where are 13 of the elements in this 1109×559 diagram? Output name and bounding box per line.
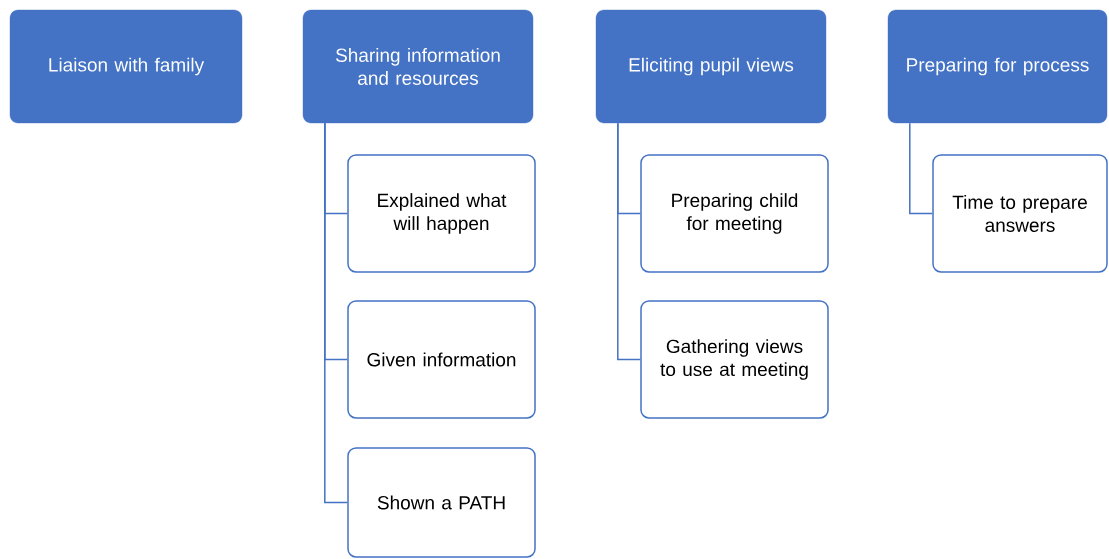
connector-line xyxy=(324,122,348,504)
category-box: Eliciting pupil views xyxy=(595,9,827,124)
category-box: Sharing information and resources xyxy=(302,9,534,124)
category-box: Liaison with family xyxy=(9,9,243,124)
connector-line xyxy=(617,122,641,361)
item-box: Explained what will happen xyxy=(347,154,536,273)
item-box: Preparing child for meeting xyxy=(640,154,829,273)
connector-line xyxy=(909,122,933,215)
category-box: Preparing for process xyxy=(887,9,1108,124)
item-box: Given information xyxy=(347,300,536,419)
item-box: Shown a PATH xyxy=(347,447,536,558)
item-box: Time to prepare answers xyxy=(932,154,1108,273)
item-box: Gathering views to use at meeting xyxy=(640,300,829,419)
